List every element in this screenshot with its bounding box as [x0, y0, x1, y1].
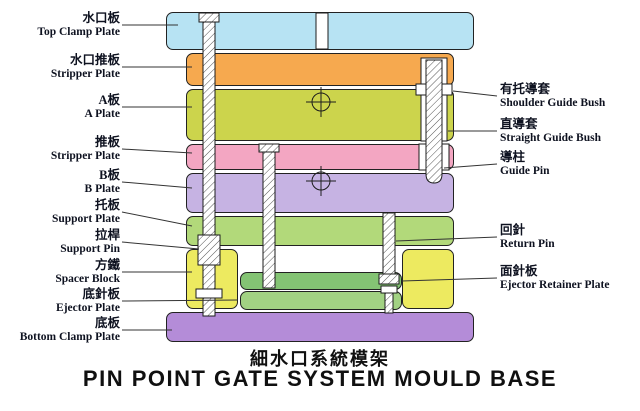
plate-ejector-retainer: [240, 272, 402, 290]
label-en: Top Clamp Plate: [37, 25, 120, 38]
label-en: Stripper Plate: [50, 149, 120, 162]
label-straight-guide-bush: 直導套 Straight Guide Bush: [500, 117, 601, 144]
page-title-english: PIN POINT GATE SYSTEM MOULD BASE: [82, 366, 558, 391]
label-zh: 直導套: [500, 117, 538, 131]
label-en: Stripper Plate: [50, 67, 120, 80]
label-zh: 水口推板: [69, 53, 120, 67]
label-en: Shoulder Guide Bush: [500, 96, 606, 109]
label-zh: 方鐵: [94, 258, 120, 272]
label-zh: A板: [98, 93, 120, 107]
label-a-plate: A板 A Plate: [84, 93, 120, 120]
plate-top-clamp: [166, 12, 474, 50]
label-shoulder-guide-bush: 有托導套 Shoulder Guide Bush: [500, 82, 606, 109]
plate-b: [186, 173, 454, 213]
label-en: Spacer Block: [55, 272, 120, 285]
label-zh: 底板: [94, 316, 120, 330]
plate-runner-stripper: [186, 53, 454, 86]
label-top-clamp-plate: 水口板 Top Clamp Plate: [37, 11, 120, 38]
label-zh: 面針板: [500, 264, 538, 278]
plate-bottom-clamp: [166, 312, 474, 342]
plate-stripper: [186, 144, 454, 170]
label-zh: 回針: [500, 223, 526, 237]
label-en: B Plate: [84, 182, 120, 195]
label-spacer-block: 方鐵 Spacer Block: [55, 258, 120, 285]
spacer-block-left: [186, 249, 238, 309]
label-zh: 導柱: [500, 150, 526, 164]
label-en: Return Pin: [500, 237, 555, 250]
label-zh: B板: [99, 168, 120, 182]
label-zh: 水口板: [82, 11, 120, 25]
label-en: Guide Pin: [500, 164, 550, 177]
label-zh: 拉桿: [94, 228, 120, 242]
label-en: Straight Guide Bush: [500, 131, 601, 144]
page-title-chinese: 細水口系統模架: [250, 349, 390, 369]
label-ejector-plate: 底針板 Ejector Plate: [56, 287, 120, 314]
label-ejector-retainer-plate: 面針板 Ejector Retainer Plate: [500, 264, 610, 291]
label-zh: 有托導套: [500, 82, 551, 96]
plate-support: [186, 216, 454, 246]
label-en: Ejector Plate: [56, 301, 120, 314]
label-en: Bottom Clamp Plate: [19, 330, 120, 343]
label-b-plate: B板 B Plate: [84, 168, 120, 195]
plate-a: [186, 89, 454, 141]
label-guide-pin: 導柱 Guide Pin: [500, 150, 550, 177]
label-zh: 托板: [94, 198, 120, 212]
label-stripper-plate: 推板 Stripper Plate: [50, 135, 120, 162]
label-runner-stripper-plate: 水口推板 Stripper Plate: [50, 53, 120, 80]
label-support-plate: 托板 Support Plate: [51, 198, 120, 225]
spacer-block-right: [402, 249, 454, 309]
label-zh: 底針板: [82, 287, 120, 301]
label-en: Support Pin: [60, 242, 120, 255]
label-en: A Plate: [84, 107, 120, 120]
label-bottom-clamp-plate: 底板 Bottom Clamp Plate: [19, 316, 120, 343]
label-en: Ejector Retainer Plate: [500, 278, 610, 291]
label-zh: 推板: [94, 135, 120, 149]
label-return-pin: 回針 Return Pin: [500, 223, 555, 250]
label-support-pin: 拉桿 Support Pin: [60, 228, 120, 255]
label-en: Support Plate: [51, 212, 120, 225]
plate-ejector: [240, 291, 402, 310]
